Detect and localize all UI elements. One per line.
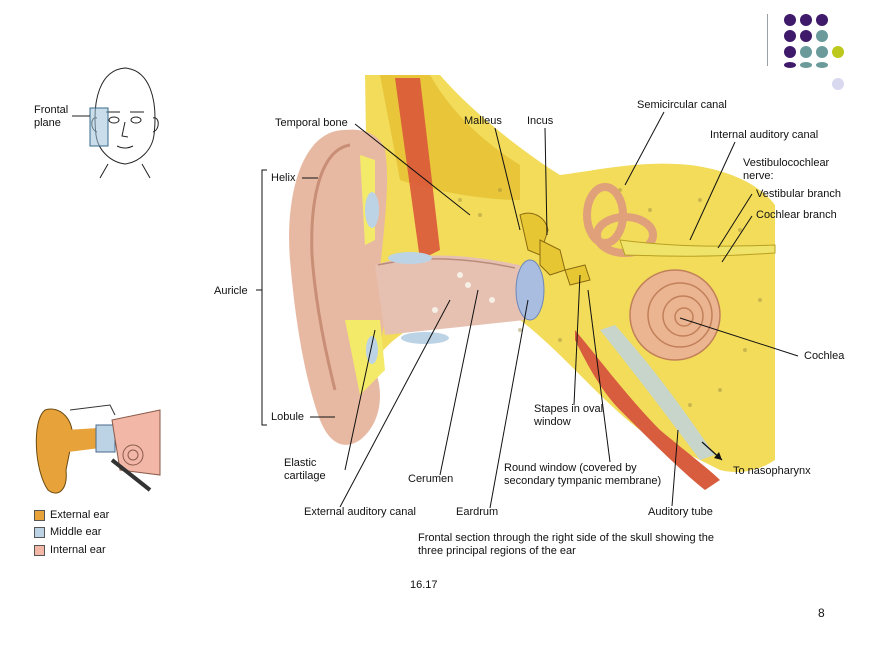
label-malleus: Malleus xyxy=(464,115,502,127)
figure-caption: Frontal section through the right side o… xyxy=(418,532,714,557)
figure-number: 16.17 xyxy=(410,579,438,591)
decorative-dot xyxy=(832,78,844,90)
legend-swatch xyxy=(34,509,45,521)
divider-line xyxy=(767,14,768,66)
label-frontal-plane: Frontal plane xyxy=(34,104,69,129)
nasopharynx-arrowhead xyxy=(714,452,722,460)
inset-ear-diagram xyxy=(32,398,161,498)
decorative-dots xyxy=(784,14,864,94)
label-lobule: Lobule xyxy=(271,411,305,423)
label-external-auditory-canal: External auditory canal xyxy=(304,506,416,518)
decorative-dot xyxy=(816,14,828,26)
decorative-dot xyxy=(800,46,812,58)
decorative-dot xyxy=(816,30,828,42)
auricle-shape xyxy=(289,129,388,445)
legend-swatch xyxy=(34,544,45,556)
legend-item-external-ear: External ear xyxy=(34,508,109,522)
auditory-tube-shape xyxy=(600,325,715,460)
label-elastic-cartilage: Elastic cartilage xyxy=(284,457,326,482)
decorative-dot xyxy=(816,62,828,68)
label-to-nasopharynx: To nasopharynx xyxy=(733,465,811,477)
head-frontal-plane-figure xyxy=(91,67,159,179)
label-auricle: Auricle xyxy=(214,285,248,297)
page-number: 8 xyxy=(818,606,825,620)
bone-texture xyxy=(458,188,762,407)
decorative-dot xyxy=(784,46,796,58)
label-stapes: Stapes in oval window xyxy=(534,403,604,428)
leader-lines xyxy=(256,111,799,509)
label-internal-auditory-canal: Internal auditory canal xyxy=(710,129,819,141)
label-incus: Incus xyxy=(527,115,554,127)
decorative-dot xyxy=(832,46,844,58)
legend-label: External ear xyxy=(50,509,110,521)
decorative-dot xyxy=(816,46,828,58)
legend-item-middle-ear: Middle ear xyxy=(34,525,101,539)
label-vestibulocochlear-nerve: Vestibulocochlear nerve: xyxy=(743,157,830,182)
label-semicircular-canal: Semicircular canal xyxy=(637,99,727,111)
label-cerumen: Cerumen xyxy=(408,473,454,485)
cochlea-shape xyxy=(629,269,721,361)
legend-item-internal-ear: Internal ear xyxy=(34,543,106,557)
decorative-dot xyxy=(800,62,812,68)
legend-label: Internal ear xyxy=(50,544,106,556)
decorative-dot xyxy=(800,14,812,26)
label-round-window: Round window (covered by secondary tympa… xyxy=(504,462,662,487)
decorative-dot xyxy=(784,30,796,42)
label-cochlear-branch: Cochlear branch xyxy=(756,209,837,221)
frontal-plane-box xyxy=(89,107,109,147)
label-temporal-bone: Temporal bone xyxy=(275,117,348,129)
vestibulocochlear-nerve xyxy=(619,239,776,257)
legend-swatch xyxy=(34,526,45,538)
label-cochlea: Cochlea xyxy=(804,350,845,362)
decorative-dot xyxy=(784,14,796,26)
legend-label: Middle ear xyxy=(50,526,102,538)
label-vestibular-branch: Vestibular branch xyxy=(756,188,841,200)
external-auditory-canal xyxy=(375,252,525,344)
label-eardrum: Eardrum xyxy=(456,506,499,518)
decorative-dot xyxy=(800,30,812,42)
label-auditory-tube: Auditory tube xyxy=(648,506,713,518)
decorative-dot xyxy=(784,62,796,68)
middle-ear xyxy=(515,212,591,321)
label-helix: Helix xyxy=(271,172,296,184)
